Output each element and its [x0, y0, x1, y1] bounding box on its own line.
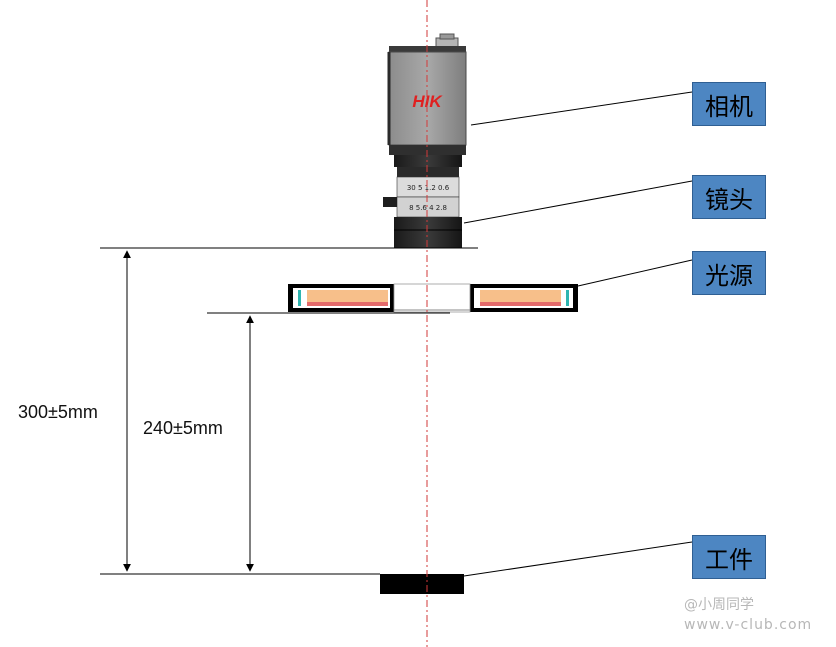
- dimension-text-240: 240±5mm: [143, 418, 223, 438]
- label-light-source: 光源: [692, 251, 766, 295]
- camera: HIK: [387, 33, 467, 155]
- lens-leader: [463, 180, 693, 224]
- workpiece: [380, 574, 464, 594]
- lens-scale-ring-1: 30 5 1.2 0.6: [407, 184, 450, 192]
- lens-scale-ring-2: 8 5.6 4 2.8: [409, 204, 447, 212]
- lens: 30 5 1.2 0.6 8 5.6 4 2.8: [383, 155, 462, 248]
- camera-body: [388, 51, 467, 146]
- light-leader: [577, 259, 693, 287]
- label-workpiece: 工件: [692, 535, 766, 579]
- watermark-author: @小周同学: [684, 597, 754, 613]
- dimension-text-300: 300±5mm: [18, 402, 98, 422]
- label-camera: 相机: [692, 82, 766, 126]
- ring-light: [288, 283, 578, 313]
- label-lens: 镜头: [692, 175, 766, 219]
- camera-leader: [470, 91, 693, 126]
- watermark-url: www.v-club.com: [684, 617, 813, 633]
- workpiece-leader: [463, 541, 693, 577]
- brand-logo: HIK: [412, 92, 443, 111]
